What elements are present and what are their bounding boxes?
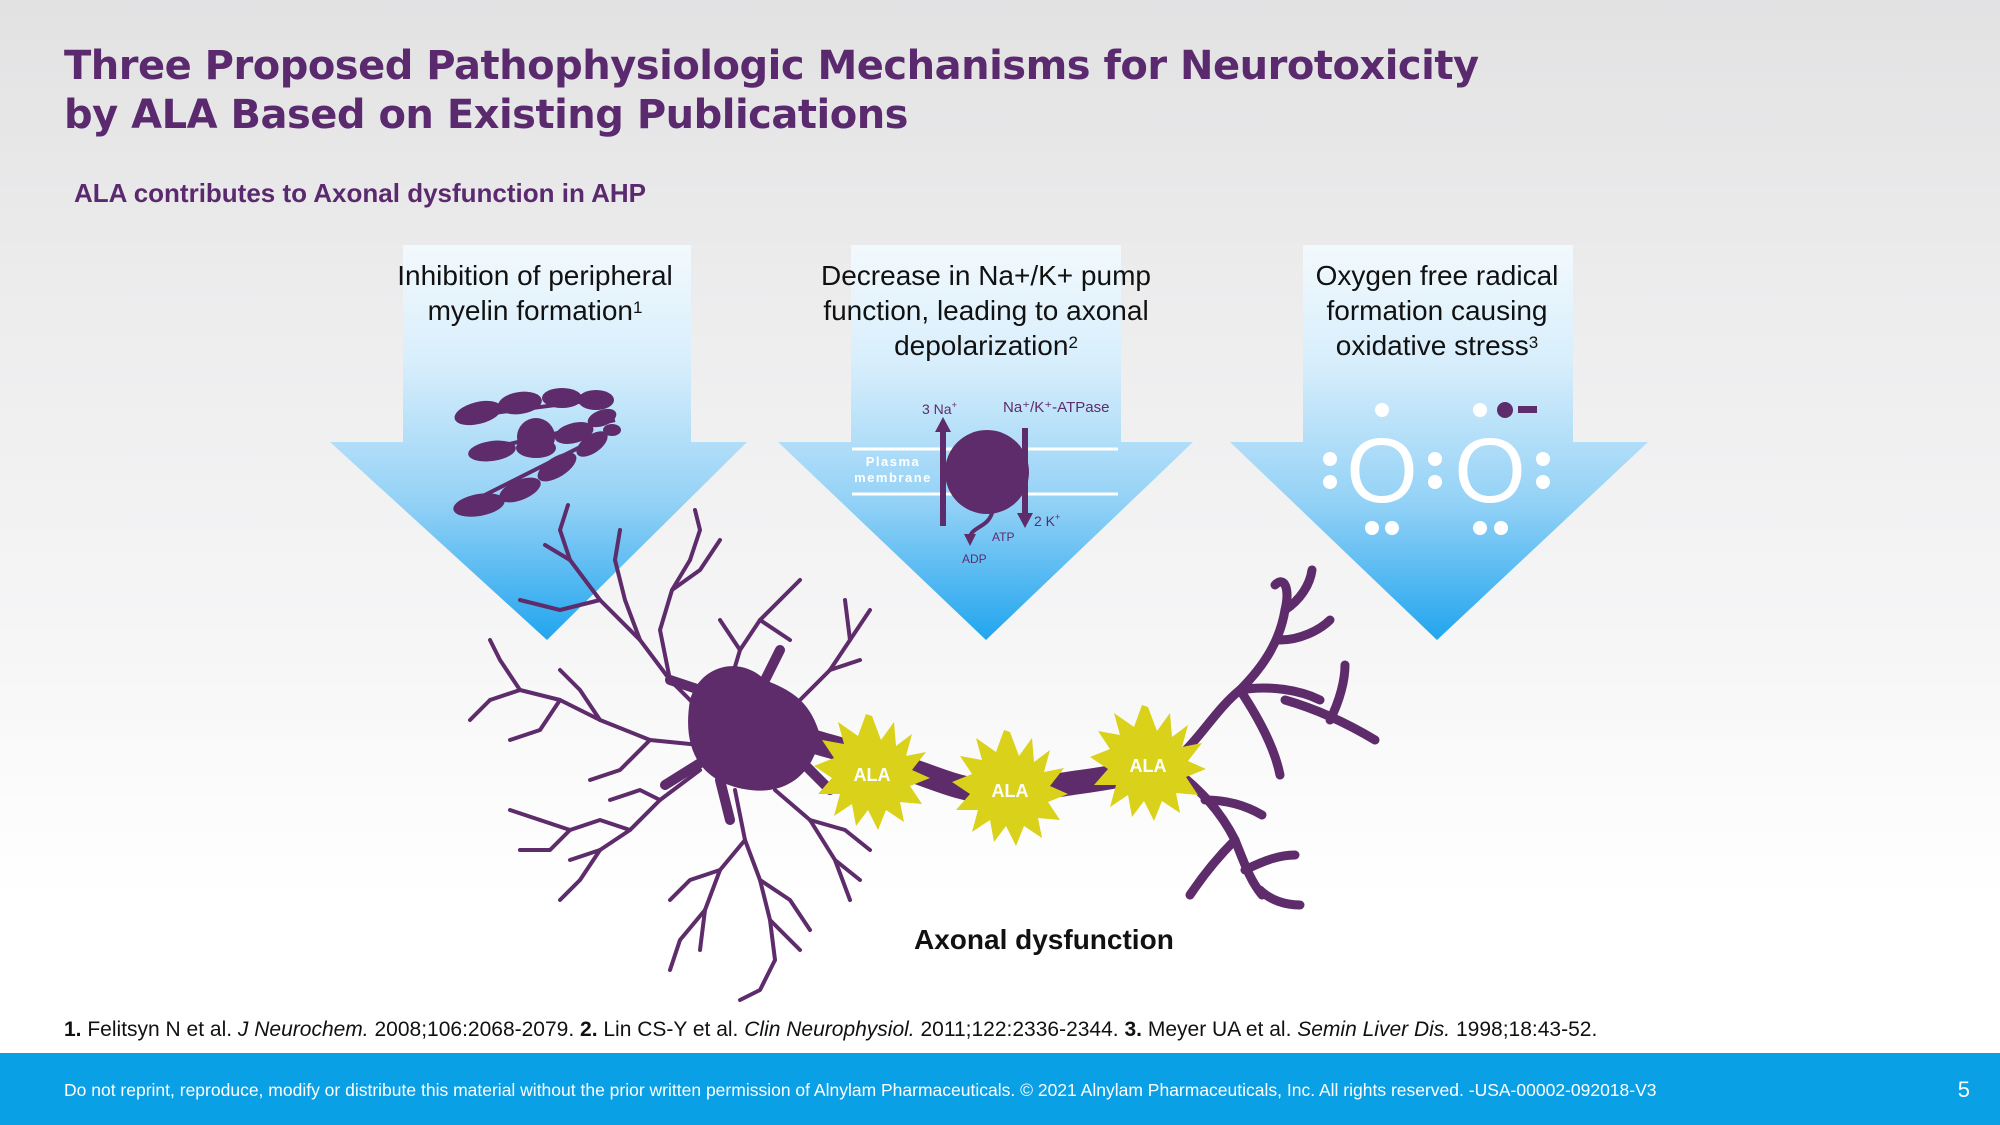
mechanism-3-line-1: Oxygen free radical — [1315, 260, 1559, 291]
ala-burst-2: ALA — [952, 730, 1068, 846]
ala-burst-3: ALA — [1090, 705, 1206, 821]
slide-title-line-1: Three Proposed Pathophysiologic Mechanis… — [64, 43, 1479, 89]
page-number: 5 — [1957, 1077, 1970, 1102]
oxygen-atom-1: O — [1346, 420, 1418, 522]
mechanism-2-line-1: Decrease in Na+/K+ pump — [821, 260, 1151, 291]
mechanism-diagram: Plasma membrane 3 Na+ Na⁺/K⁺-ATPase 2 K+… — [330, 245, 1648, 1002]
mechanism-1-line-1: Inhibition of peripheral — [397, 260, 673, 291]
reference-1: 1. Felitsyn N et al. J Neurochem. 2008;1… — [64, 1018, 575, 1041]
slide-subtitle: ALA contributes to Axonal dysfunction in… — [74, 178, 646, 208]
negative-charge-sign — [1518, 406, 1537, 413]
adp-label: ADP — [962, 552, 987, 566]
slide-title: Three Proposed Pathophysiologic Mechanis… — [64, 42, 1479, 140]
mechanism-3-line-3: oxidative stress3 — [1335, 330, 1539, 361]
oxygen-atom-2: O — [1454, 420, 1526, 522]
mechanism-3-line-2: formation causing — [1326, 295, 1548, 326]
membrane-label-line-2: membrane — [854, 470, 932, 485]
k-label: 2 K+ — [1034, 512, 1060, 529]
na-out-arrow-head — [935, 417, 951, 432]
membrane-label-line-1: Plasma — [866, 454, 921, 469]
na-label: 3 Na+ — [922, 400, 957, 417]
mechanism-1-caption: Inhibition of peripheral myelin formatio… — [325, 258, 745, 328]
mechanism-2-ref: 2 — [1068, 333, 1078, 352]
mechanism-1-line-2: myelin formation1 — [427, 295, 643, 326]
mechanism-3-caption: Oxygen free radical formation causing ox… — [1227, 258, 1647, 363]
ala-label-1: ALA — [854, 765, 891, 785]
oxygen-radical-icon: O O — [1323, 402, 1550, 535]
ala-label-3: ALA — [1130, 756, 1167, 776]
down-arrow-3 — [1230, 245, 1648, 640]
pump-protein — [945, 430, 1029, 514]
mechanism-3-ref: 3 — [1528, 333, 1539, 352]
myelin-icon — [453, 388, 621, 517]
mechanism-2-caption: Decrease in Na+/K+ pump function, leadin… — [776, 258, 1196, 363]
electron-dots — [1323, 403, 1550, 535]
ala-label-2: ALA — [992, 781, 1029, 801]
atp-label: ATP — [992, 530, 1014, 544]
references: 1. Felitsyn N et al. J Neurochem. 2008;1… — [64, 1018, 1597, 1042]
reference-2: 2. Lin CS-Y et al. Clin Neurophysiol. 20… — [580, 1018, 1119, 1041]
mechanism-2-line-2: function, leading to axonal — [823, 295, 1149, 326]
slide-title-line-2: by ALA Based on Existing Publications — [64, 92, 908, 138]
ala-burst-1: ALA — [814, 714, 930, 830]
mechanism-1-ref: 1 — [632, 298, 643, 317]
sodium-potassium-pump-icon: Plasma membrane 3 Na+ Na⁺/K⁺-ATPase 2 K+… — [852, 399, 1118, 566]
mechanism-2-line-3: depolarization2 — [894, 330, 1078, 361]
axonal-dysfunction-label: Axonal dysfunction — [914, 924, 1174, 955]
copyright-notice: Do not reprint, reproduce, modify or dis… — [64, 1080, 1657, 1100]
k-in-arrow-head — [1017, 513, 1033, 528]
reference-3: 3. Meyer UA et al. Semin Liver Dis. 1998… — [1124, 1018, 1598, 1041]
footer-bar: Do not reprint, reproduce, modify or dis… — [0, 1053, 2000, 1125]
pump-label: Na⁺/K⁺-ATPase — [1003, 399, 1109, 416]
unpaired-electron-dot — [1497, 402, 1513, 418]
